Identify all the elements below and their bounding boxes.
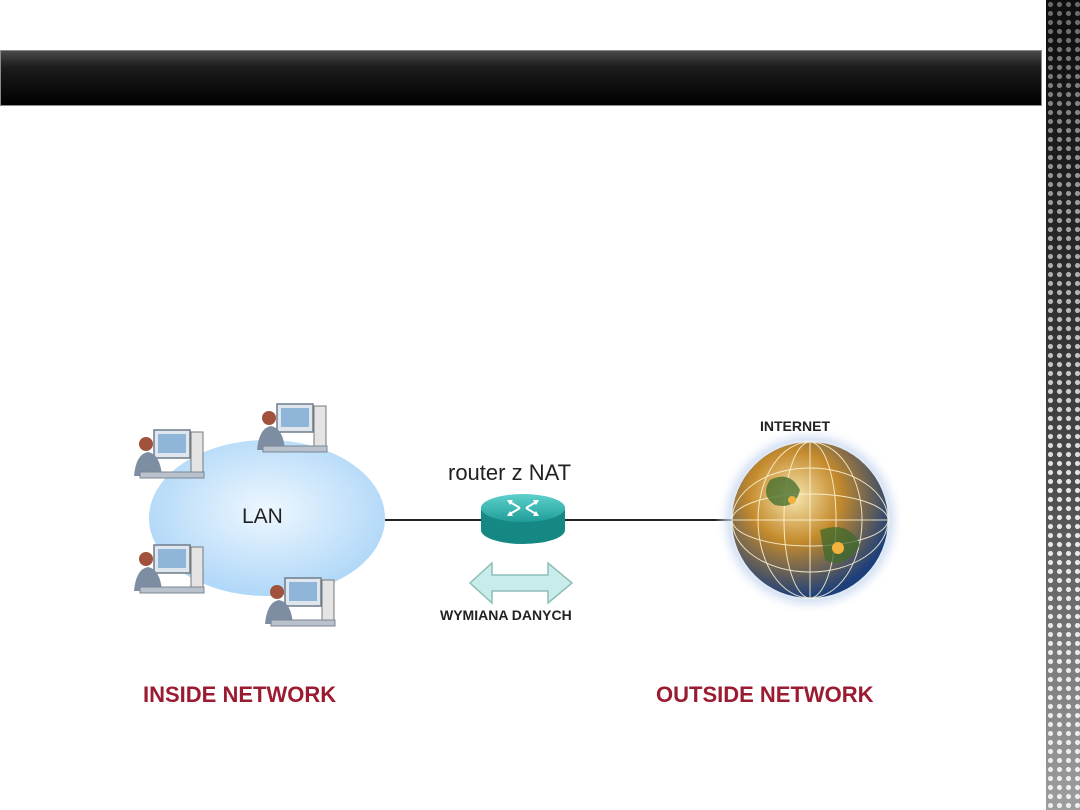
router-label: router z NAT [448, 460, 572, 485]
slide-title-bar [0, 50, 1042, 106]
router-icon [481, 494, 565, 544]
decorative-side-strip [1046, 0, 1080, 810]
workstation-icon [133, 544, 205, 594]
nat-diagram [133, 403, 905, 627]
double-arrow-icon [468, 561, 574, 605]
lan-ellipse [149, 440, 385, 596]
lan-label: LAN [242, 505, 283, 528]
globe-icon [715, 425, 905, 615]
outside-network-label: OUTSIDE NETWORK [656, 682, 874, 707]
data-exchange-label: WYMIANA DANYCH [440, 607, 572, 623]
workstation-icon [133, 429, 205, 479]
workstation-icon [264, 577, 336, 627]
inside-network-label: INSIDE NETWORK [143, 682, 337, 707]
internet-label: INTERNET [760, 418, 830, 434]
